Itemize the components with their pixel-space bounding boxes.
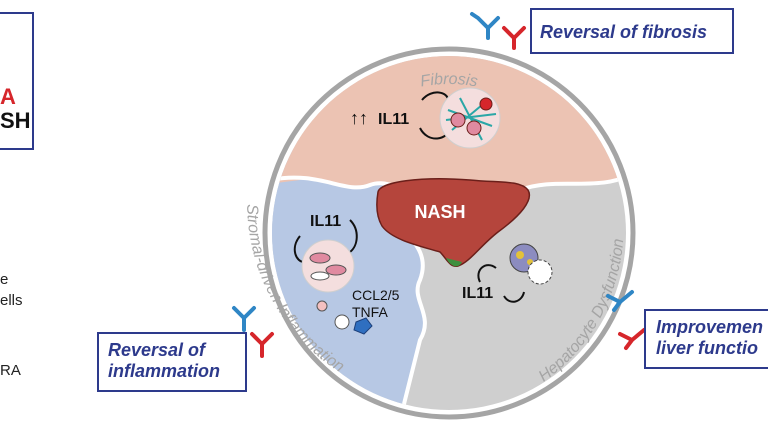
antibody-icon-left	[232, 306, 274, 358]
liver-illustration	[376, 178, 531, 267]
il11-inflammation-label: IL11	[310, 213, 341, 230]
il11-hepatocyte-label: IL11	[462, 285, 493, 302]
cytokine-ccl-label: CCL2/5	[352, 287, 400, 303]
left-text-line-3: RA	[0, 362, 21, 379]
il11-increase-arrows: ↑↑	[350, 108, 368, 128]
callout-reversal-inflammation: Reversal of inflammation	[97, 332, 247, 392]
callout-reversal-inflammation-line1: Reversal of	[108, 340, 206, 360]
fibroblast-cluster-icon	[439, 87, 501, 149]
antibody-icon-right	[606, 290, 646, 350]
cytokine-tnfa-label: TNFA	[352, 304, 388, 320]
stromal-cells-icon	[301, 239, 355, 293]
callout-improvement-line2: liver functio	[656, 338, 759, 358]
immune-cells-icon	[316, 300, 373, 335]
callout-reversal-fibrosis: Reversal of fibrosis	[530, 8, 734, 54]
left-title-fragment-black: SH	[0, 108, 31, 133]
inflammation-loop-arrow-right	[349, 219, 358, 253]
callout-improvement-liver-function: Improvemen liver functio	[644, 309, 768, 369]
antibody-icon-top	[470, 12, 526, 50]
left-title-fragment-red: A	[0, 84, 16, 109]
hepatocyte-loop-arrow-top	[477, 264, 497, 283]
hepatocyte-cells-icon	[509, 243, 553, 285]
left-text-line-1: e	[0, 271, 9, 288]
callout-reversal-inflammation-line2: inflammation	[108, 361, 221, 381]
left-text-line-2: ells	[0, 292, 23, 309]
callout-improvement-line1: Improvemen	[656, 317, 764, 337]
callout-reversal-fibrosis-text: Reversal of fibrosis	[540, 22, 708, 42]
nash-label: NASH	[414, 202, 465, 222]
left-info-box	[0, 12, 34, 150]
hepatocyte-loop-arrow-bottom	[503, 291, 525, 303]
segment-label-fibrosis: Fibrosis	[419, 71, 479, 91]
il11-fibrosis-label: IL11	[378, 111, 409, 128]
